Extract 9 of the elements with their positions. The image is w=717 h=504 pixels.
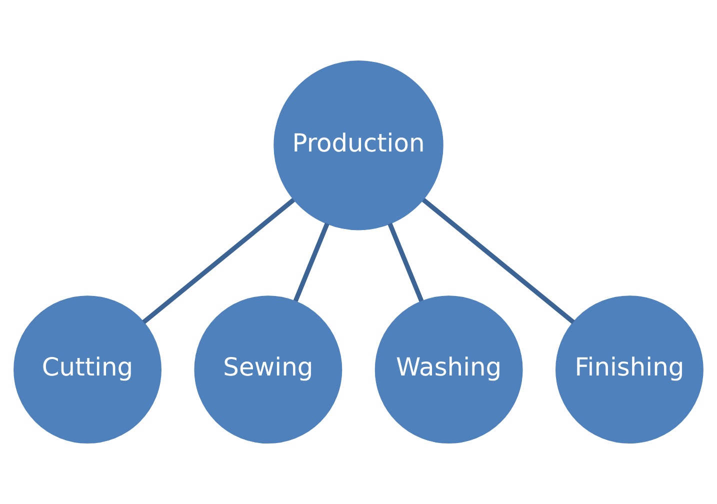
- connector: [388, 222, 424, 302]
- node-circle: Sewing: [194, 296, 342, 444]
- connector: [422, 198, 575, 324]
- node-circle: Washing: [374, 296, 523, 444]
- connector: [293, 222, 330, 302]
- node-circle: Production: [274, 60, 444, 230]
- node-circle: Finishing: [556, 296, 704, 444]
- connector: [142, 198, 296, 324]
- node-circle: Cutting: [14, 296, 162, 444]
